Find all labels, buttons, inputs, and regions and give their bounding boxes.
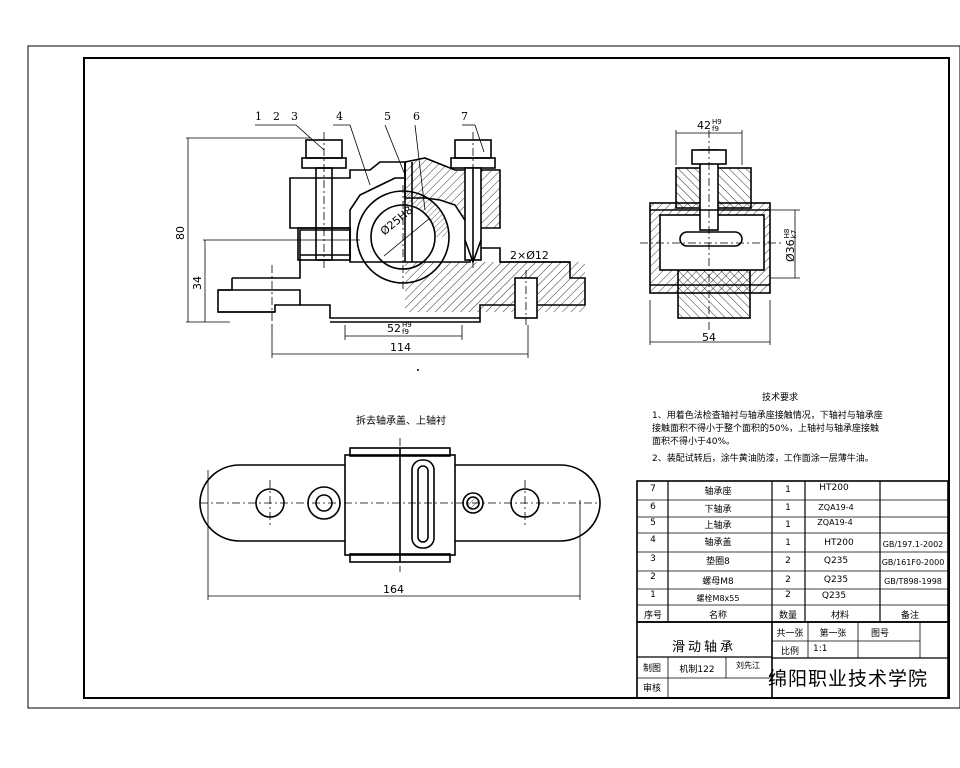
dim-height-total: 80 (174, 226, 187, 240)
tech-requirements-line-1: 1、用着色法检查轴衬与轴承座接触情况，下轴衬与轴承座 (652, 411, 883, 421)
bom-row-6-qty: 1 (785, 503, 791, 513)
dim-side-bore-value: Ø36 (784, 239, 797, 262)
outer-border (27, 45, 960, 709)
bom-row-1-qty: 2 (785, 590, 791, 600)
bom-row-6-name: 下轴承 (704, 505, 732, 515)
bom-row-7-name: 轴承座 (704, 487, 732, 497)
title-block (636, 621, 949, 699)
balloon-1: 1 (255, 110, 262, 123)
dim-side-bore-tol-lower: k7 (790, 229, 798, 239)
class-name: 机制122 (679, 665, 715, 675)
top-dims (200, 438, 600, 600)
bom-row-5-material: ZQA19-4 (817, 518, 853, 527)
bom-header-no: 序号 (643, 611, 663, 621)
school-name: 绵阳职业技术学院 (767, 668, 929, 690)
dim-bolt-span: 114 (390, 341, 411, 354)
bom-row-5-no: 5 (650, 518, 656, 528)
bom-header-name: 名称 (708, 611, 728, 621)
balloon-4: 4 (336, 110, 343, 123)
checked-label: 审核 (642, 684, 662, 694)
bom-row-4-no: 4 (650, 535, 656, 545)
bom-row-6-no: 6 (650, 502, 656, 512)
balloon-3: 3 (291, 110, 298, 123)
bom-row-3-no: 3 (650, 554, 656, 564)
bom-row-7-no: 7 (650, 484, 656, 494)
bom-row-2-qty: 2 (785, 575, 791, 585)
bom-row-4-note: GB/197.1-2002 (882, 540, 944, 549)
dim-side-width-tol-lower: f9 (712, 125, 719, 133)
bom-row-7-qty: 1 (785, 485, 791, 495)
front-view (217, 132, 586, 330)
tech-requirements-line-4: 2、装配试转后，涂牛黄油防漆，工作面涂一层薄牛油。 (652, 454, 874, 464)
bom-row-4-qty: 1 (785, 538, 791, 548)
balloon-5: 5 (384, 110, 391, 123)
dim-overall-length: 164 (383, 583, 404, 596)
front-dims (186, 124, 548, 358)
bom-row-6-material: ZQA19-4 (818, 503, 854, 512)
dim-side-length: 54 (702, 331, 716, 344)
bom-row-7-material: HT200 (819, 483, 849, 493)
bom-row-2-note: GB/T898-1998 (884, 577, 942, 586)
bom-row-3-name: 垫圈8 (706, 557, 730, 567)
drawing-no-label: 图号 (870, 629, 890, 639)
dim-width-fit-value: 52 (387, 322, 401, 335)
balloon-2: 2 (273, 110, 280, 123)
bom-row-5-name: 上轴承 (704, 521, 732, 531)
drafter-name: 刘先江 (736, 661, 760, 670)
drawn-label: 制图 (642, 664, 662, 674)
bom-row-1-material: Q235 (821, 591, 847, 601)
view-note: 拆去轴承盖、上轴衬 (356, 416, 446, 427)
bom-row-1-no: 1 (650, 590, 656, 600)
bom-row-3-note: GB/161F0-2000 (881, 558, 945, 567)
dim-side-width-value: 42 (697, 119, 711, 132)
dim-side-width-tol-upper: H9 (712, 118, 722, 126)
bom-row-2-material: Q235 (823, 575, 849, 585)
bom-row-1-name: 螺栓M8x55 (696, 594, 740, 603)
sheet-no: 第一张 (819, 629, 847, 639)
balloon-6: 6 (413, 110, 420, 123)
scale-label: 比例 (780, 647, 800, 657)
tech-requirements-line-2: 接触面积不得小于整个面积的50%，上轴衬与轴承座接触 (652, 424, 880, 434)
tech-requirements-line-3: 面积不得小于40%。 (652, 437, 736, 447)
scale-value: 1:1 (813, 644, 828, 654)
bom-row-3-qty: 2 (785, 556, 791, 566)
bom-table (636, 480, 949, 623)
inner-border (83, 57, 950, 699)
dim-width-fit-tol-upper: H9 (402, 321, 412, 329)
sheets-total: 共一张 (776, 629, 804, 639)
bom-row-4-name: 轴承盖 (704, 538, 732, 548)
side-dims (649, 130, 800, 345)
part-name: 滑动轴承 (671, 640, 737, 655)
side-view (640, 130, 782, 330)
bom-row-2-name: 螺母M8 (702, 577, 734, 587)
dim-holes: 2×Ø12 (510, 249, 549, 262)
bom-header-qty: 数量 (778, 611, 798, 621)
bom-row-4-material: HT200 (824, 538, 854, 548)
dim-width-fit-tol-lower: f9 (402, 328, 409, 336)
bom-row-5-qty: 1 (785, 520, 791, 530)
bom-row-2-no: 2 (650, 572, 656, 582)
balloon-7: 7 (461, 110, 468, 123)
tech-requirements-title: 技术要求 (762, 393, 799, 403)
bom-row-3-material: Q235 (823, 556, 849, 566)
dim-height-center: 34 (191, 276, 204, 290)
bom-header-note: 备注 (900, 611, 920, 621)
bom-header-material: 材料 (830, 611, 850, 621)
